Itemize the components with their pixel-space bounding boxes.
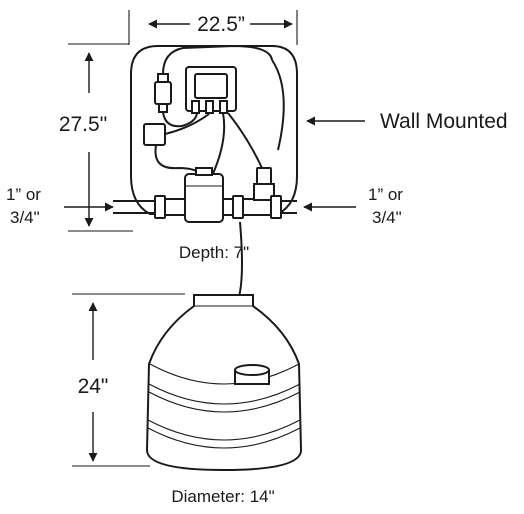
outlet-coupling bbox=[270, 195, 282, 219]
diameter-label: Diameter: 14" bbox=[171, 487, 274, 506]
wall-mounted-callout: Wall Mounted bbox=[306, 110, 508, 133]
tank-band-top-edge bbox=[149, 363, 300, 385]
unit-height-dimension: 27.5" bbox=[59, 43, 133, 232]
tank-band-2 bbox=[147, 419, 301, 441]
inlet-coupling bbox=[154, 195, 166, 219]
inlet-callout: 1” or 3/4" bbox=[6, 185, 114, 227]
inlet-pipe-segment bbox=[164, 198, 186, 216]
controller-port-3 bbox=[219, 100, 228, 114]
mid-coupling bbox=[232, 195, 244, 219]
tank-body bbox=[145, 294, 303, 472]
controller-display bbox=[194, 73, 228, 99]
unit-height-label: 27.5" bbox=[59, 113, 107, 136]
solution-tank bbox=[145, 294, 303, 472]
pump-body bbox=[184, 173, 224, 223]
tank-band-1 bbox=[148, 383, 301, 405]
width-dimension: 22.5” bbox=[128, 10, 298, 45]
outlet-size-line2: 3/4" bbox=[372, 208, 402, 227]
tank-band-2b bbox=[147, 427, 301, 449]
tank-height-label: 24" bbox=[78, 375, 109, 398]
outlet-size-line1: 1” or bbox=[368, 185, 403, 204]
pump-cap bbox=[195, 167, 213, 176]
controller-port-2 bbox=[205, 100, 214, 114]
tank-band-1b bbox=[148, 391, 301, 413]
wire-top bbox=[162, 44, 273, 75]
inlet-size-line1: 1” or bbox=[6, 185, 41, 204]
controller-port-1 bbox=[191, 100, 200, 114]
width-label: 22.5” bbox=[197, 13, 245, 36]
junction-box bbox=[143, 123, 166, 146]
tee-segment bbox=[242, 198, 272, 216]
depth-label: Depth: 7" bbox=[179, 243, 249, 262]
inlet-size-line2: 3/4" bbox=[10, 208, 40, 227]
fill-cap-top bbox=[234, 364, 270, 376]
wall-mounted-label: Wall Mounted bbox=[380, 110, 508, 133]
tank-height-dimension: 24" bbox=[72, 293, 185, 467]
tee-body bbox=[253, 183, 275, 201]
wire-sensor-controller bbox=[162, 111, 198, 128]
wire-junction-controller bbox=[164, 113, 210, 135]
sensor-cap bbox=[157, 73, 169, 83]
mid-pipe-segment bbox=[222, 198, 234, 216]
wire-right bbox=[271, 59, 285, 151]
wire-controller-valve bbox=[227, 112, 263, 169]
sensor-tip bbox=[158, 103, 168, 113]
sensor-body bbox=[154, 81, 172, 105]
control-unit bbox=[113, 44, 298, 391]
outlet-callout: 1” or 3/4" bbox=[303, 185, 403, 227]
wire-controller-pump bbox=[211, 112, 226, 177]
